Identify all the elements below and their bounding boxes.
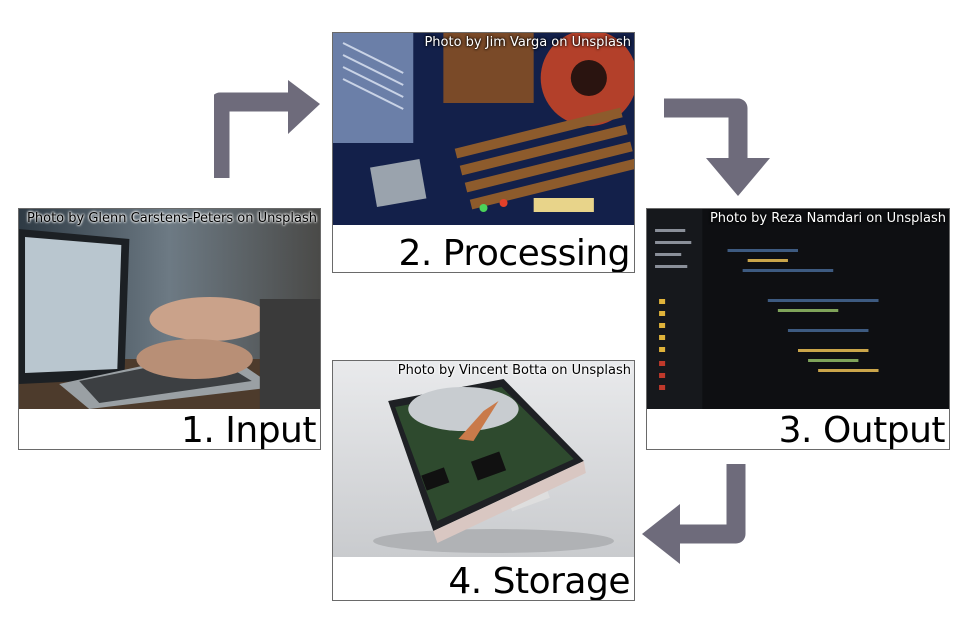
photo-credit: Photo by Jim Varga on Unsplash [424,35,631,50]
arrow-output-to-storage [642,464,746,564]
step-label: 1. Input [180,410,317,450]
laptop-typing-photo [19,209,320,409]
code-screen-photo [647,209,949,409]
arrow-processing-to-output [664,98,770,196]
step-input-card: Photo by Glenn Carstens-Peters on Unspla… [18,208,321,450]
arrow-input-to-processing [214,80,320,178]
hard-drive-photo [333,361,634,557]
step-processing-card: Photo by Jim Varga on Unsplash 2. Proces… [332,32,635,273]
step-label: 2. Processing [398,233,630,273]
step-output-card: Photo by Reza Namdari on Unsplash 3. Out… [646,208,950,450]
step-label: 4. Storage [448,561,630,601]
motherboard-photo [333,33,634,225]
photo-credit: Photo by Vincent Botta on Unsplash [397,363,631,378]
photo-credit: Photo by Reza Namdari on Unsplash [709,211,946,226]
photo-credit: Photo by Glenn Carstens-Peters on Unspla… [27,211,317,226]
step-storage-card: Photo by Vincent Botta on Unsplash 4. St… [332,360,635,601]
step-label: 3. Output [778,410,946,450]
